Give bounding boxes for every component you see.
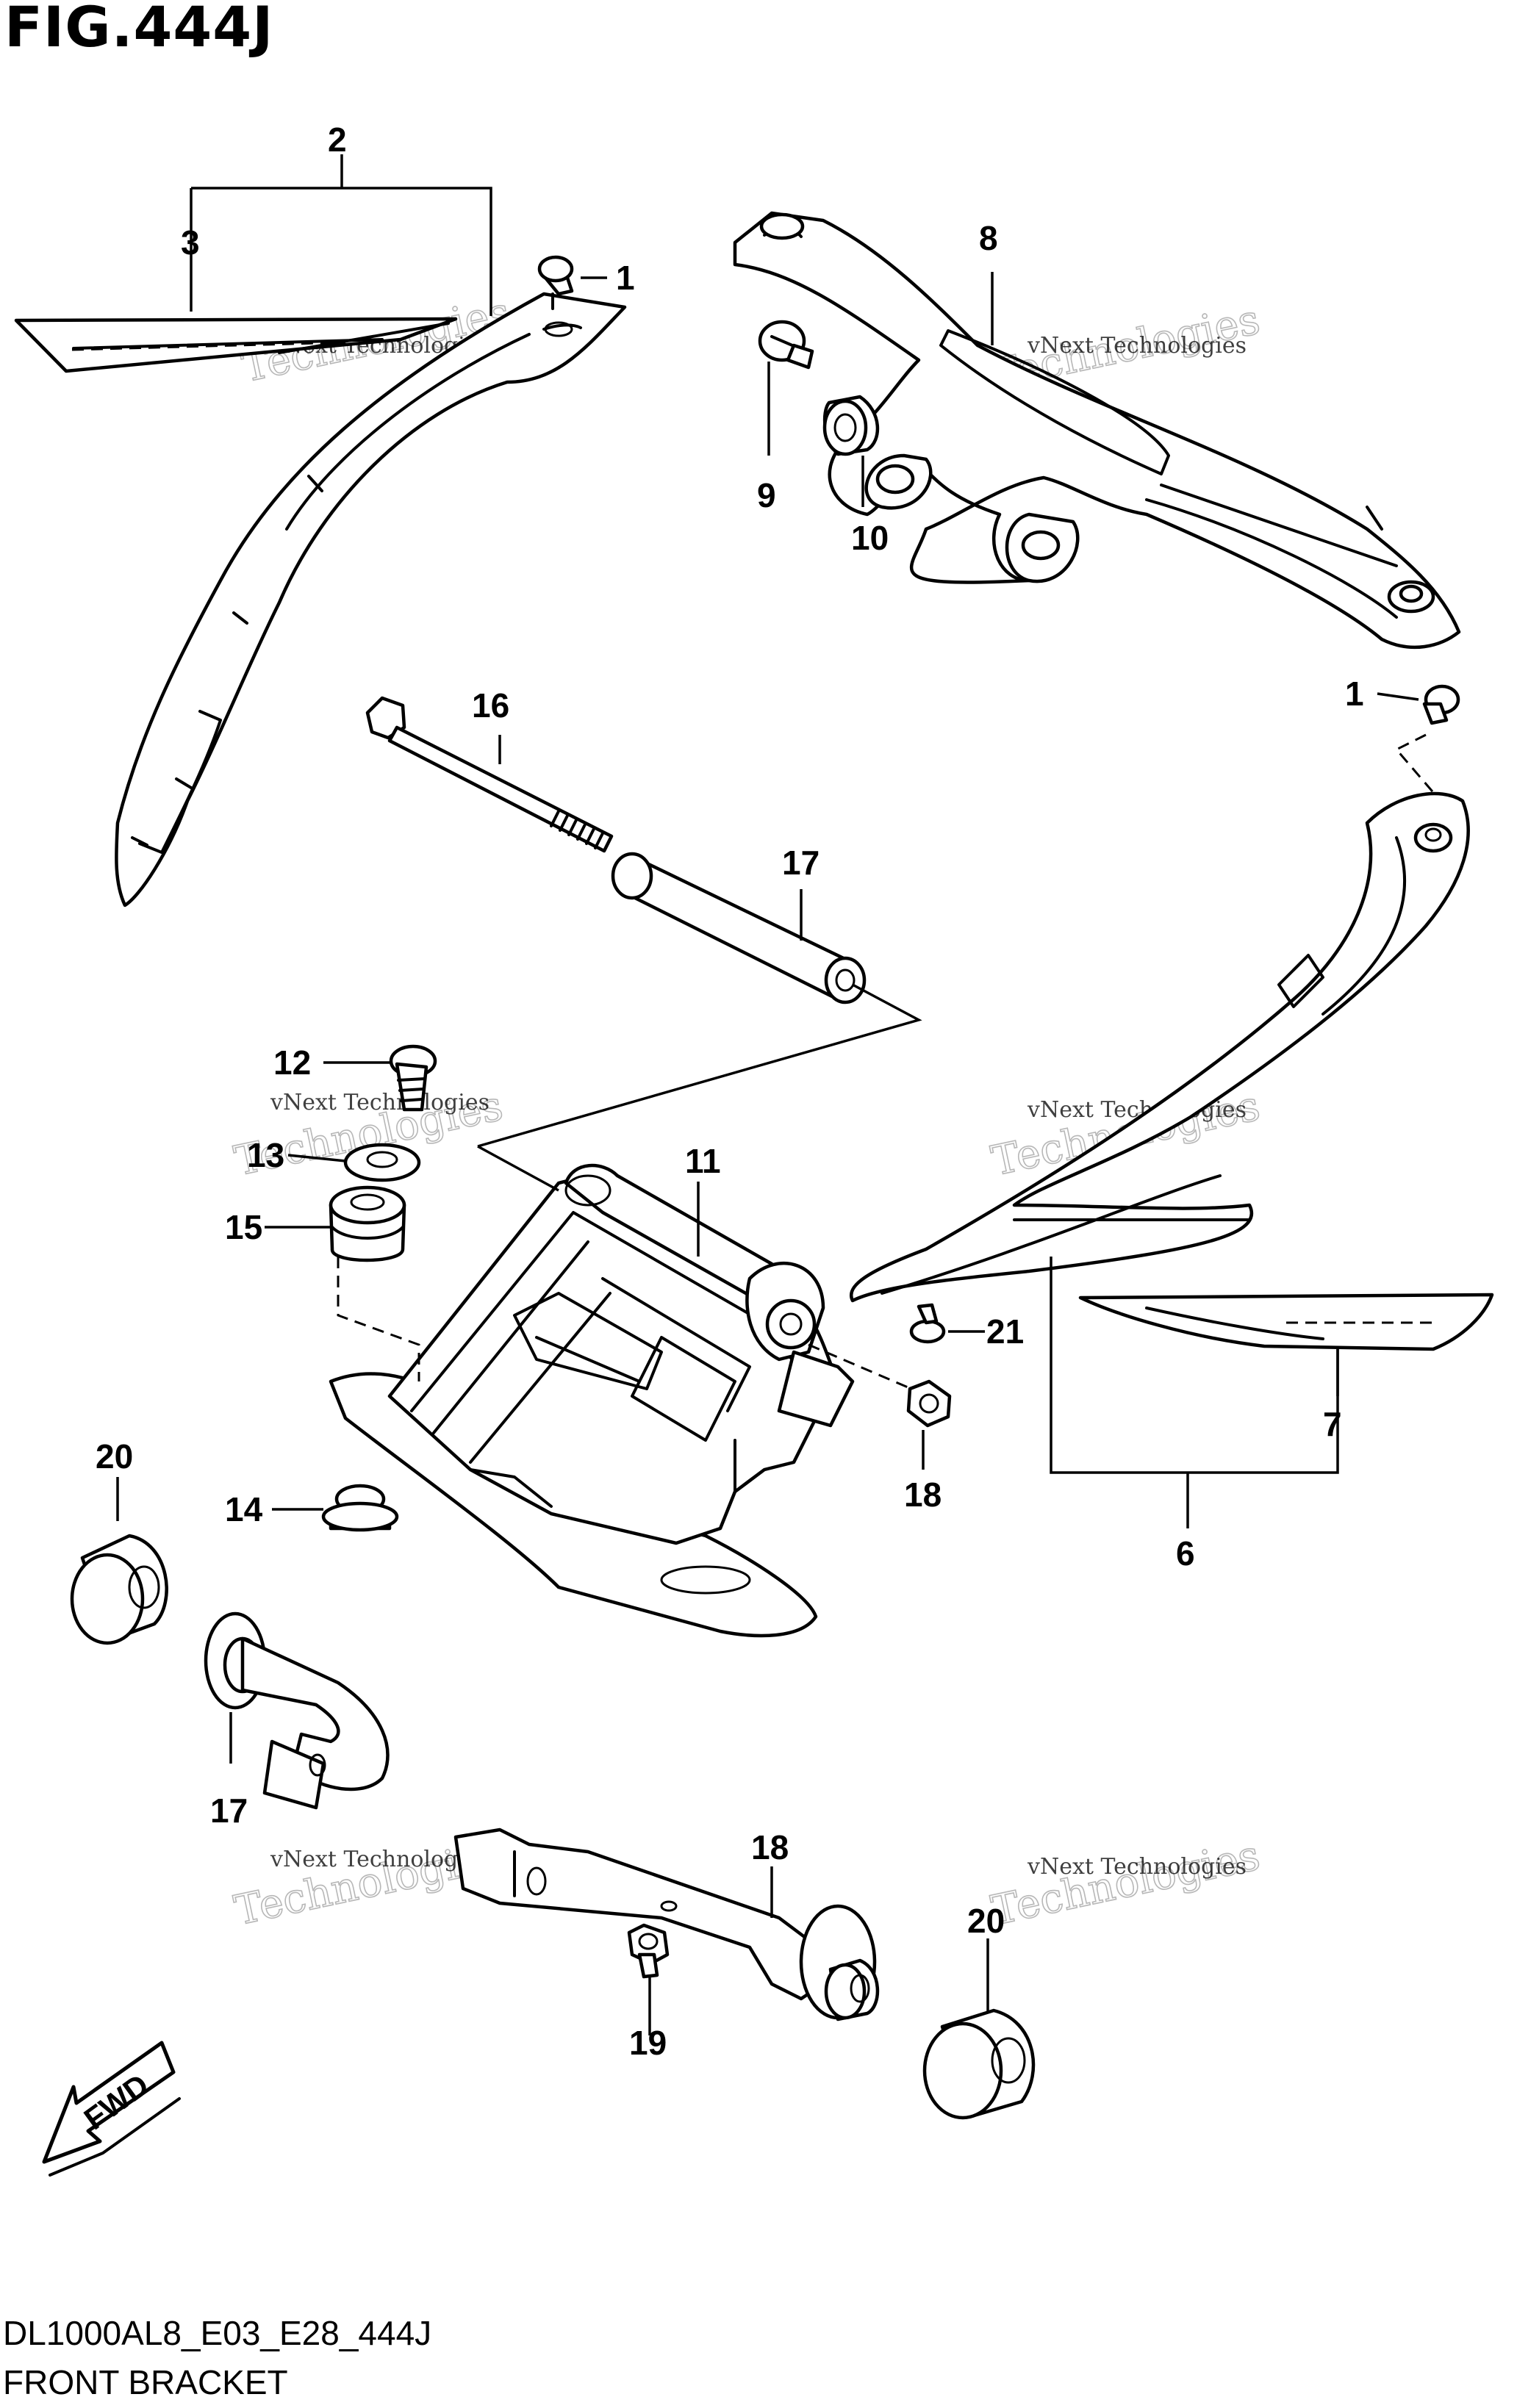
callout-2: 2 (328, 121, 347, 159)
callout-18: 18 (751, 1828, 789, 1866)
part-3-left-trim (14, 317, 458, 373)
part-14-long-bolt (365, 696, 614, 853)
callout-12: 14 (225, 1490, 263, 1528)
watermark-text-large: Technologies (988, 1832, 1264, 1936)
watermark-text: vNext Technologies (270, 1847, 489, 1872)
callout-13: 15 (225, 1208, 262, 1246)
callout-16: 18 (904, 1476, 942, 1514)
part-20-cushion-left (70, 1534, 168, 1645)
part-21-screw (909, 1303, 946, 1344)
callout-21: 21 (986, 1312, 1024, 1351)
part-16-nut (906, 1379, 952, 1428)
callout-4: 6 (1176, 1534, 1195, 1573)
part-4-right-cover (850, 791, 1470, 1303)
part-19-bolt (627, 1923, 670, 1979)
part-15-spacer-tube (611, 852, 867, 1004)
part-18-lower-bracket (453, 1827, 880, 2021)
part-2-left-cover (115, 292, 627, 908)
model-code: DL1000AL8_E03_E28_444J (3, 2314, 432, 2352)
callout-labels: 2 3 1 8 9 10 1 16 17 12 13 15 11 21 7 18… (96, 121, 1364, 2062)
callout-3: 3 (181, 223, 200, 262)
part-12-collar (321, 1484, 399, 1532)
leader-lines (116, 154, 1419, 2035)
figure-name: FRONT BRACKET (3, 2363, 288, 2401)
part-5-right-trim (1078, 1293, 1494, 1351)
callout-14: 16 (472, 686, 509, 725)
watermark-text: vNext Technologies (270, 1090, 489, 1115)
fwd-direction-arrow: FWD (42, 2041, 181, 2177)
callout-1-right: 1 (1345, 675, 1364, 713)
part-1-screw (537, 255, 574, 310)
part-11-washer (343, 1143, 421, 1182)
watermark-group: Technologies vNext Technologies Technolo… (230, 288, 1265, 1936)
part-7-bolt (758, 320, 814, 370)
part-17-pipe-bracket (204, 1611, 390, 1810)
callout-1: 1 (616, 259, 635, 297)
part-9-main-bracket (329, 1163, 855, 1638)
callout-20-left: 20 (96, 1437, 133, 1476)
callout-20-right: 20 (967, 1902, 1005, 1940)
callout-15: 17 (782, 844, 820, 882)
part-8-collar (822, 395, 880, 456)
callout-17: 17 (210, 1791, 248, 1830)
callout-10: 12 (273, 1043, 311, 1082)
part-20-cushion-right (922, 2008, 1036, 2120)
part-13-grommet (329, 1185, 406, 1262)
figure-title: FIG.444J (4, 0, 274, 60)
callout-19: 19 (629, 2024, 667, 2062)
callout-6: 8 (979, 219, 998, 257)
callout-9: 11 (685, 1142, 721, 1180)
callout-5: 7 (1323, 1405, 1342, 1443)
watermark-text: vNext Technologies (1027, 333, 1247, 359)
callout-11: 13 (247, 1136, 284, 1174)
part-1-screw-right (1394, 684, 1460, 802)
callout-7: 9 (757, 476, 776, 514)
part-10-bolt (389, 1044, 437, 1112)
part-6-upper-bracket (733, 211, 1461, 650)
watermark-text: vNext Technologies (1027, 1854, 1247, 1880)
callout-8: 10 (851, 519, 889, 557)
